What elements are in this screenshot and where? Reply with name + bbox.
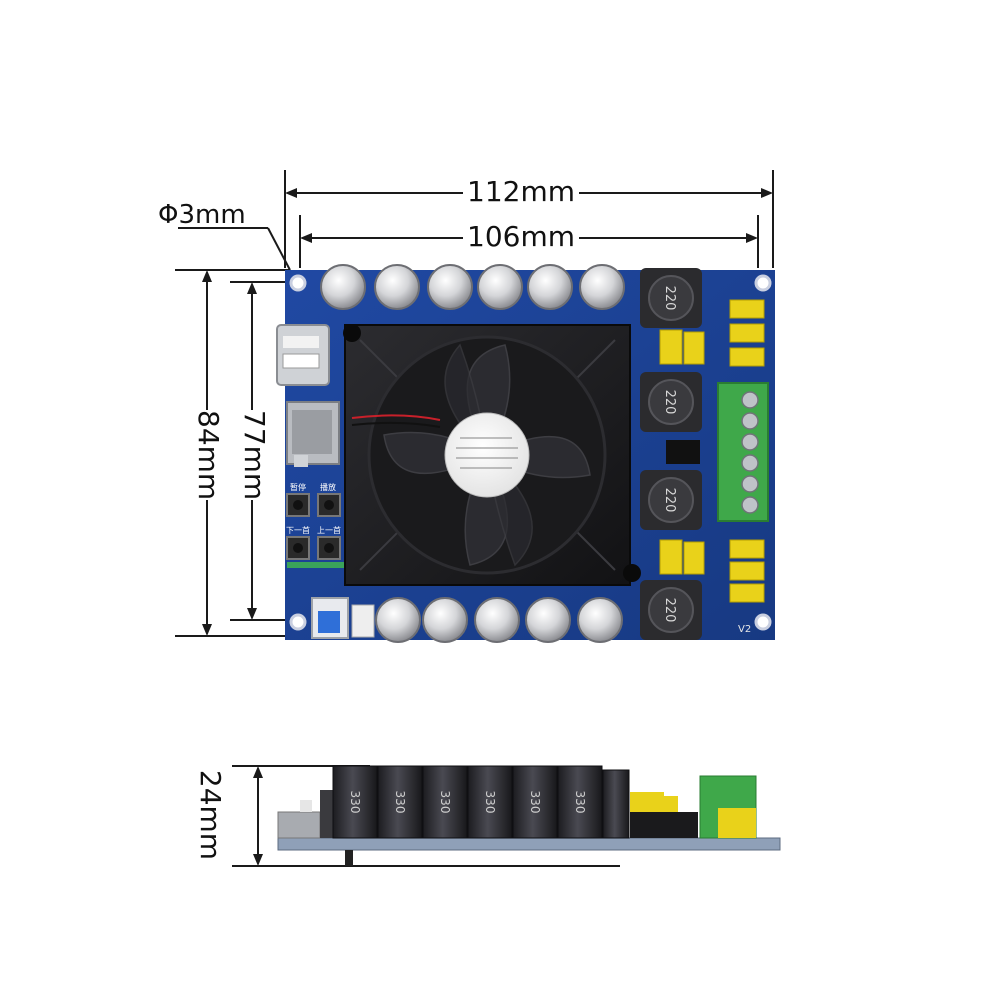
push-buttons — [286, 493, 341, 560]
svg-text:220: 220 — [662, 598, 677, 623]
svg-text:330: 330 — [528, 791, 542, 814]
side-cap-markings: 330 330 330 330 330 330 — [348, 791, 587, 814]
side-capacitors — [332, 765, 630, 839]
dimension-label-24mm: 24mm — [194, 765, 227, 865]
pcb-top-view: 暂停 播放 下一首 上一首 — [276, 264, 775, 643]
inductors — [640, 268, 702, 640]
dimension-label-106mm: 106mm — [463, 223, 579, 251]
dimension-label-84mm: 84mm — [192, 410, 225, 501]
white-connector — [351, 604, 375, 638]
revision-label: V2 — [738, 624, 751, 635]
svg-text:220: 220 — [662, 390, 677, 415]
fan-hub — [444, 412, 530, 498]
fan-red-wire — [351, 414, 441, 421]
sd-card-slot — [286, 401, 340, 467]
capacitors-top-row — [320, 264, 625, 310]
arrow-heads — [202, 188, 773, 866]
film-capacitors — [659, 299, 765, 603]
dimension-label-77mm: 77mm — [238, 410, 271, 501]
power-transistor — [666, 440, 700, 464]
svg-text:330: 330 — [393, 791, 407, 814]
power-switch — [311, 597, 349, 639]
svg-text:330: 330 — [483, 791, 497, 814]
svg-text:330: 330 — [573, 791, 587, 814]
svg-text:330: 330 — [348, 791, 362, 814]
svg-text:220: 220 — [662, 286, 677, 311]
side-usb — [277, 811, 321, 839]
button-label-prev: 上一首 — [317, 525, 341, 535]
svg-text:220: 220 — [662, 488, 677, 513]
dimension-label-hole-diameter: Φ3mm — [158, 200, 246, 230]
svg-text:330: 330 — [438, 791, 452, 814]
button-label-play: 播放 — [320, 482, 336, 492]
speaker-terminal-block — [717, 382, 769, 522]
green-strip — [287, 562, 347, 568]
usb-port — [276, 324, 330, 386]
pcb-side-view: 330 330 330 330 330 330 — [277, 765, 781, 866]
capacitors-bottom-row — [375, 597, 623, 643]
inductor-markings: 220 220 220 220 — [662, 286, 677, 623]
mounting-holes — [289, 274, 772, 631]
heatsink — [343, 324, 641, 586]
button-label-pause: 暂停 — [290, 482, 306, 492]
dimension-label-112mm: 112mm — [463, 178, 579, 206]
button-label-next: 下一首 — [286, 525, 310, 535]
